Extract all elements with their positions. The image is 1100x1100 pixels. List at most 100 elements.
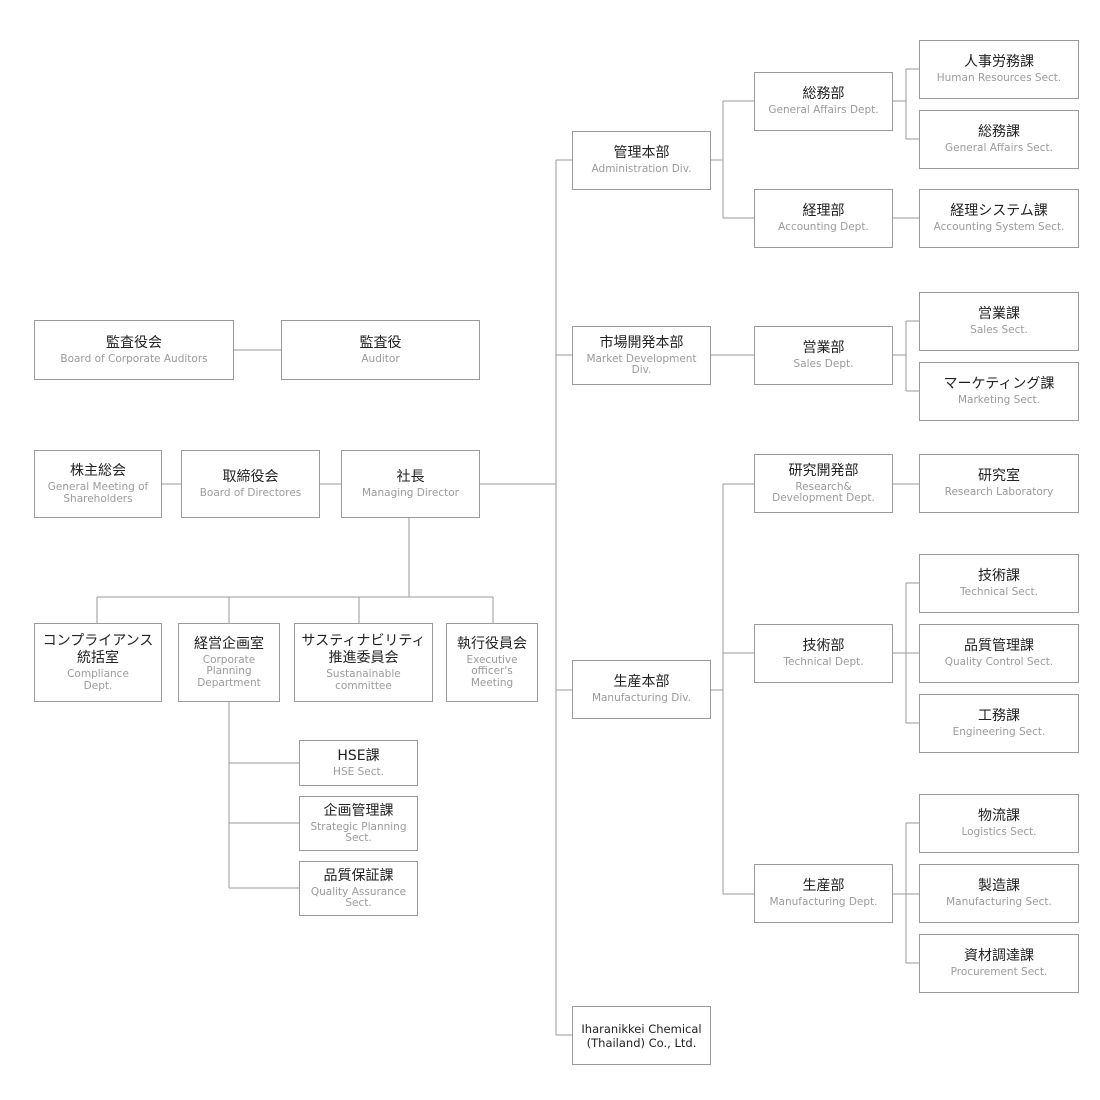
node-ja-label: 資材調達課 bbox=[964, 948, 1034, 965]
node-en-label: Compliance Dept. bbox=[67, 668, 129, 692]
node-en-label: Accounting Dept. bbox=[778, 221, 869, 234]
node-accounting-dept: 経理部 Accounting Dept. bbox=[754, 189, 893, 248]
node-en-label: Market Development Div. bbox=[586, 352, 697, 376]
node-technical-sect: 技術課 Technical Sect. bbox=[919, 554, 1079, 613]
node-corporate-planning-department: 経営企画室 Corporate Planning Department bbox=[178, 623, 280, 702]
node-strategic-planning-sect: 企画管理課 Strategic Planning Sect. bbox=[299, 796, 418, 851]
node-general-affairs-dept: 総務部 General Affairs Dept. bbox=[754, 72, 893, 131]
node-general-meeting-of-shareholders: 株主総会 General Meeting of Shareholders bbox=[34, 450, 162, 518]
node-en-label: Manufacturing Div. bbox=[591, 692, 692, 705]
node-en-label: Executive officer's Meeting bbox=[466, 653, 518, 689]
node-ja-label: 監査役会 bbox=[106, 334, 162, 351]
node-sales-dept: 営業部 Sales Dept. bbox=[754, 326, 893, 385]
node-ja-label: 技術課 bbox=[978, 568, 1020, 585]
node-en-label: Quality Control Sect. bbox=[944, 656, 1054, 669]
node-en-label: Sales Sect. bbox=[970, 324, 1028, 337]
node-ja-label: サスティナビリティ 推進委員会 bbox=[301, 633, 426, 666]
node-ja-label: 社長 bbox=[396, 468, 425, 485]
node-en-label: Auditor bbox=[361, 352, 400, 365]
node-en-label: Strategic Planning Sect. bbox=[310, 820, 407, 844]
node-ja-label: 生産本部 bbox=[613, 674, 670, 691]
node-executive-officers-meeting: 執行役員会 Executive officer's Meeting bbox=[446, 623, 538, 702]
node-en-label: Research Laboratory bbox=[944, 486, 1054, 499]
node-en-label: Research& Development Dept. bbox=[772, 480, 875, 504]
node-en-label: Accounting System Sect. bbox=[933, 221, 1065, 234]
node-ja-label: 総務課 bbox=[978, 124, 1020, 141]
node-en-label: Marketing Sect. bbox=[957, 394, 1041, 407]
node-logistics-sect: 物流課 Logistics Sect. bbox=[919, 794, 1079, 853]
node-ja-label: 監査役 bbox=[359, 334, 402, 351]
node-en-label: General Affairs Dept. bbox=[768, 104, 879, 117]
node-ja-label: 研究開発部 bbox=[788, 462, 859, 479]
node-ja-label: 生産部 bbox=[802, 878, 845, 895]
node-en-label: Logistics Sect. bbox=[961, 826, 1037, 839]
node-en-label: Board of Directores bbox=[199, 486, 302, 499]
node-manufacturing-div: 生産本部 Manufacturing Div. bbox=[572, 660, 711, 719]
node-hse-sect: HSE課 HSE Sect. bbox=[299, 740, 418, 786]
node-ja-label: 取締役会 bbox=[222, 468, 279, 485]
node-en-label: Technical Sect. bbox=[960, 586, 1038, 599]
node-rnd-dept: 研究開発部 Research& Development Dept. bbox=[754, 454, 893, 513]
node-ja-label: 品質管理課 bbox=[964, 638, 1034, 655]
node-board-of-directors: 取締役会 Board of Directores bbox=[181, 450, 320, 518]
node-ja-label: 株主総会 bbox=[70, 463, 126, 479]
node-manufacturing-dept: 生産部 Manufacturing Dept. bbox=[754, 864, 893, 923]
node-en-label: General Affairs Sect. bbox=[945, 142, 1053, 155]
node-ja-label: マーケティング課 bbox=[943, 376, 1055, 393]
node-board-of-corporate-auditors: 監査役会 Board of Corporate Auditors bbox=[34, 320, 234, 380]
node-en-label: Sustanainable committee bbox=[326, 668, 401, 692]
node-en-label: Procurement Sect. bbox=[950, 966, 1048, 979]
node-ja-label: 執行役員会 bbox=[457, 635, 527, 652]
node-ja-label: 経営企画室 bbox=[194, 635, 264, 652]
node-en-label: Manufacturing Dept. bbox=[769, 896, 878, 909]
node-ja-label: 製造課 bbox=[978, 878, 1020, 895]
node-ja-label: 物流課 bbox=[978, 808, 1020, 825]
node-ja-label: 工務課 bbox=[978, 708, 1020, 725]
node-ja-label: 企画管理課 bbox=[323, 802, 394, 819]
node-ja-label: 経理部 bbox=[802, 203, 845, 220]
node-thailand-subsidiary: Iharanikkei Chemical (Thailand) Co., Ltd… bbox=[572, 1006, 711, 1065]
node-technical-dept: 技術部 Technical Dept. bbox=[754, 624, 893, 683]
node-administration-div: 管理本部 Administration Div. bbox=[572, 131, 711, 190]
node-quality-control-sect: 品質管理課 Quality Control Sect. bbox=[919, 624, 1079, 683]
node-accounting-system-sect: 経理システム課 Accounting System Sect. bbox=[919, 189, 1079, 248]
node-en-label: Iharanikkei Chemical (Thailand) Co., Ltd… bbox=[581, 1021, 702, 1050]
node-sustainability-committee: サスティナビリティ 推進委員会 Sustanainable committee bbox=[294, 623, 433, 702]
node-procurement-sect: 資材調達課 Procurement Sect. bbox=[919, 934, 1079, 993]
node-en-label: Quality Assurance Sect. bbox=[310, 885, 407, 909]
node-en-label: HSE Sect. bbox=[333, 765, 384, 778]
node-general-affairs-sect: 総務課 General Affairs Sect. bbox=[919, 110, 1079, 169]
node-en-label: Human Resources Sect. bbox=[936, 72, 1062, 85]
node-ja-label: 品質保証課 bbox=[323, 867, 394, 884]
node-ja-label: 管理本部 bbox=[613, 145, 670, 162]
node-en-label: General Meeting of Shareholders bbox=[47, 481, 149, 505]
node-en-label: Technical Dept. bbox=[783, 656, 864, 669]
node-ja-label: 市場開発本部 bbox=[599, 334, 684, 351]
node-en-label: Administration Div. bbox=[591, 163, 692, 176]
node-compliance-dept: コンプライアンス 統括室 Compliance Dept. bbox=[34, 623, 162, 702]
node-ja-label: 営業部 bbox=[802, 340, 845, 357]
node-en-label: Engineering Sect. bbox=[952, 726, 1046, 739]
node-ja-label: HSE課 bbox=[337, 747, 380, 764]
node-research-laboratory: 研究室 Research Laboratory bbox=[919, 454, 1079, 513]
node-ja-label: 技術部 bbox=[802, 638, 845, 655]
node-managing-director: 社長 Managing Director bbox=[341, 450, 480, 518]
node-ja-label: コンプライアンス 統括室 bbox=[42, 633, 154, 666]
node-ja-label: 経理システム課 bbox=[950, 203, 1048, 220]
node-en-label: Sales Dept. bbox=[793, 358, 854, 371]
node-en-label: Corporate Planning Department bbox=[197, 653, 261, 689]
node-sales-sect: 営業課 Sales Sect. bbox=[919, 292, 1079, 351]
node-auditor: 監査役 Auditor bbox=[281, 320, 480, 380]
node-human-resources-sect: 人事労務課 Human Resources Sect. bbox=[919, 40, 1079, 99]
node-market-development-div: 市場開発本部 Market Development Div. bbox=[572, 326, 711, 385]
node-ja-label: 研究室 bbox=[978, 468, 1020, 485]
node-manufacturing-sect: 製造課 Manufacturing Sect. bbox=[919, 864, 1079, 923]
node-quality-assurance-sect: 品質保証課 Quality Assurance Sect. bbox=[299, 861, 418, 916]
node-engineering-sect: 工務課 Engineering Sect. bbox=[919, 694, 1079, 753]
node-marketing-sect: マーケティング課 Marketing Sect. bbox=[919, 362, 1079, 421]
node-ja-label: 人事労務課 bbox=[964, 54, 1034, 71]
node-ja-label: 営業課 bbox=[978, 306, 1020, 323]
node-en-label: Managing Director bbox=[361, 486, 459, 499]
node-en-label: Board of Corporate Auditors bbox=[60, 352, 208, 365]
